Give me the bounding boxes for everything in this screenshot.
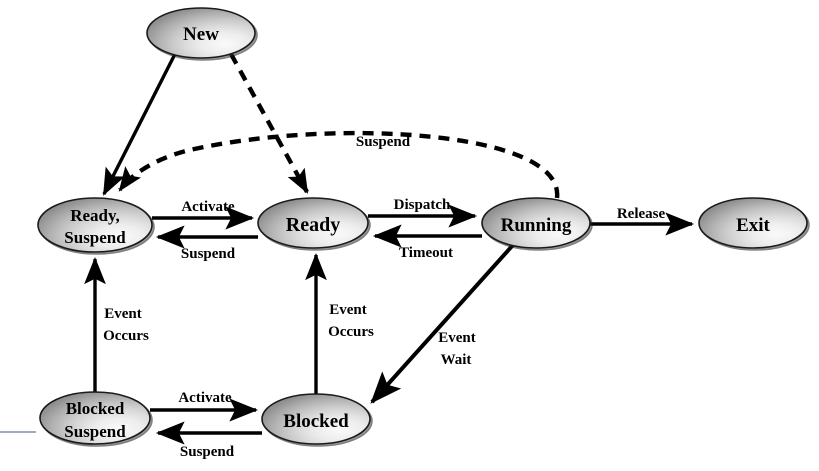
edge-label-event-wait-line2: Wait (441, 352, 472, 368)
edge-label-activate-top: Activate (181, 199, 235, 215)
node-blocked-suspend[interactable]: Blocked Suspend (39, 391, 153, 447)
edge-event-wait (370, 243, 515, 404)
node-blocked-suspend-label-line2: Suspend (64, 422, 126, 441)
node-blocked-suspend-label-line1: Blocked (66, 399, 125, 418)
edge-label-timeout: Timeout (399, 245, 453, 261)
node-exit[interactable]: Exit (698, 197, 810, 251)
edge-suspend-arc (118, 130, 560, 199)
edge-label-suspend-bottom: Suspend (180, 444, 235, 460)
node-ready-suspend-label-line2: Suspend (64, 228, 126, 247)
node-ready-suspend-label-line1: Ready, (70, 206, 120, 225)
node-exit-label: Exit (736, 215, 770, 236)
edge-label-event-occurs-mid-line1: Event (329, 302, 367, 318)
node-running[interactable]: Running (481, 197, 593, 251)
node-new[interactable]: New (146, 7, 258, 61)
node-new-label: New (183, 24, 219, 45)
edge-label-event-wait-line1: Event (438, 330, 476, 346)
edge-new-to-ready (229, 52, 309, 194)
edge-labels-group: Activate Suspend Dispatch Timeout Releas… (103, 134, 665, 460)
edge-label-event-occurs-left-line1: Event (104, 306, 142, 322)
node-blocked-label: Blocked (283, 411, 349, 432)
edge-label-event-occurs-mid-line2: Occurs (328, 324, 374, 340)
node-blocked[interactable]: Blocked (261, 393, 373, 447)
edge-label-release: Release (617, 206, 666, 222)
node-running-label: Running (501, 215, 572, 236)
node-ready-suspend[interactable]: Ready, Suspend (37, 197, 155, 255)
edge-new-to-ready-suspend (102, 53, 177, 196)
edge-label-activate-bottom: Activate (178, 390, 232, 406)
edge-label-suspend-top: Suspend (181, 246, 236, 262)
edge-label-dispatch: Dispatch (394, 197, 451, 213)
edge-label-event-occurs-left-line2: Occurs (103, 328, 149, 344)
nodes-group: New Ready, Suspend Ready Running Exit B (37, 7, 810, 447)
edge-label-suspend-arc: Suspend (356, 134, 411, 150)
node-ready[interactable]: Ready (257, 197, 371, 251)
edges-group (84, 52, 695, 445)
node-ready-label: Ready (286, 214, 340, 236)
